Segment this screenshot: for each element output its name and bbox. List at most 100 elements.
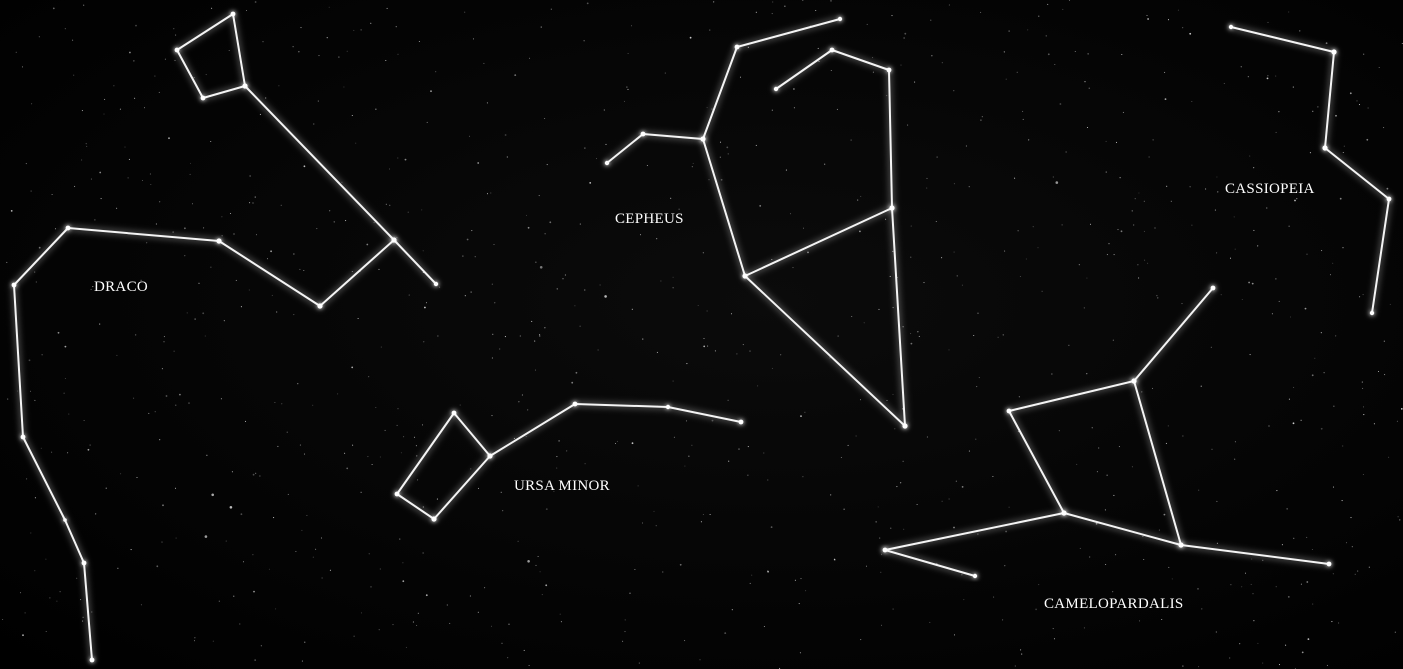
- background-star: [657, 352, 658, 353]
- background-star: [1293, 538, 1294, 539]
- background-star: [1004, 251, 1005, 252]
- background-star: [1230, 258, 1231, 259]
- background-star: [426, 302, 427, 303]
- background-star: [1157, 297, 1158, 298]
- background-star: [962, 285, 963, 286]
- background-star: [505, 336, 506, 337]
- background-star: [1164, 514, 1166, 516]
- background-star: [148, 413, 149, 414]
- background-star: [830, 0, 831, 1]
- background-star: [1306, 254, 1307, 255]
- background-star: [233, 596, 234, 597]
- background-star: [437, 335, 438, 336]
- background-star: [1398, 516, 1399, 517]
- background-star: [464, 12, 465, 13]
- background-star: [1317, 106, 1318, 107]
- background-star: [712, 420, 714, 422]
- background-star: [385, 60, 386, 61]
- background-star: [1097, 471, 1098, 472]
- background-star: [337, 393, 338, 394]
- background-star: [265, 97, 266, 98]
- background-star: [99, 324, 100, 325]
- background-star: [1054, 638, 1055, 639]
- background-star: [1117, 229, 1118, 230]
- background-star: [881, 625, 882, 626]
- background-star: [1312, 549, 1313, 550]
- background-star: [1363, 406, 1364, 407]
- background-star: [256, 234, 257, 235]
- background-star: [1262, 663, 1263, 664]
- background-star: [206, 74, 207, 75]
- background-star: [421, 209, 422, 210]
- background-star: [397, 54, 398, 55]
- background-star: [1035, 609, 1037, 611]
- background-star: [469, 136, 470, 137]
- background-star: [1089, 88, 1090, 89]
- background-star: [561, 621, 562, 622]
- background-star: [740, 77, 741, 78]
- background-star: [802, 476, 803, 477]
- background-star: [281, 403, 282, 404]
- background-star: [625, 619, 626, 620]
- background-star: [540, 571, 541, 572]
- background-star: [673, 277, 674, 278]
- background-star: [1037, 247, 1038, 248]
- background-star: [375, 407, 376, 408]
- background-star: [478, 488, 479, 489]
- background-star: [1084, 627, 1085, 628]
- background-star: [584, 40, 585, 41]
- background-star: [1356, 100, 1357, 101]
- background-star: [134, 98, 135, 99]
- background-star: [329, 7, 330, 8]
- background-star: [1006, 79, 1007, 80]
- background-star: [381, 347, 382, 348]
- background-star: [710, 514, 711, 515]
- background-star: [295, 551, 296, 552]
- background-star: [571, 382, 573, 384]
- background-star: [1132, 466, 1133, 467]
- background-star: [508, 624, 509, 625]
- background-star: [893, 307, 894, 308]
- background-star: [1161, 619, 1162, 620]
- background-star: [378, 269, 379, 270]
- background-star: [1249, 156, 1250, 157]
- background-star: [419, 41, 420, 42]
- background-star: [926, 178, 927, 179]
- background-star: [703, 514, 704, 515]
- background-star: [22, 66, 23, 67]
- background-star: [1015, 665, 1016, 666]
- background-star: [1211, 347, 1212, 348]
- background-star: [116, 208, 117, 209]
- background-star: [524, 650, 525, 651]
- background-star: [949, 498, 950, 499]
- background-star: [535, 262, 536, 263]
- background-star: [249, 202, 250, 203]
- background-star: [58, 332, 60, 334]
- background-star: [86, 143, 87, 144]
- background-star: [656, 525, 657, 526]
- background-star: [1363, 294, 1364, 295]
- background-star: [34, 272, 35, 273]
- background-star: [368, 376, 369, 377]
- background-star: [732, 609, 733, 610]
- background-star: [205, 535, 208, 538]
- background-star: [767, 571, 769, 573]
- background-star: [1132, 210, 1133, 211]
- background-star: [301, 530, 302, 531]
- background-star: [1205, 188, 1206, 189]
- background-star: [1159, 530, 1160, 531]
- background-star: [1312, 374, 1314, 376]
- background-star: [1086, 373, 1087, 374]
- background-star: [838, 336, 839, 337]
- background-star: [460, 405, 461, 406]
- background-star: [210, 267, 211, 268]
- background-star: [120, 109, 121, 110]
- background-star: [358, 318, 359, 319]
- background-star: [471, 230, 472, 231]
- background-star: [195, 319, 196, 320]
- label-camelopardalis: CAMELOPARDALIS: [1044, 596, 1184, 612]
- background-star: [25, 612, 26, 613]
- background-star: [250, 175, 251, 176]
- background-star: [701, 521, 702, 522]
- background-star: [881, 554, 882, 555]
